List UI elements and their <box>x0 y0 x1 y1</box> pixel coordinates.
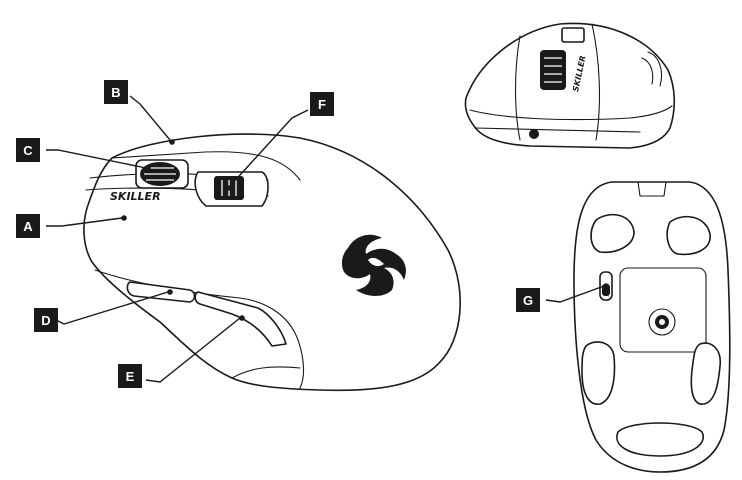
mouse-bottom-view <box>573 181 731 473</box>
bottom-view-skate-front-left <box>590 213 635 254</box>
callout-f: F <box>225 92 334 191</box>
callout-b: B <box>104 80 175 145</box>
front-view-side-buttons <box>641 51 663 87</box>
brand-model-text: SKILLER <box>110 190 161 203</box>
bottom-view-sensor-core <box>659 319 665 325</box>
callout-box-f <box>310 92 334 116</box>
dpi-switch <box>194 171 269 207</box>
callout-label-f: F <box>318 97 326 112</box>
callout-box-g <box>516 288 540 312</box>
callout-box-e <box>118 364 142 388</box>
front-view-button-split <box>514 23 601 141</box>
bottom-view-skate-rear <box>616 422 704 457</box>
callout-label-c: C <box>23 143 33 158</box>
callouts: A B C D E <box>16 80 609 388</box>
brand-logo-icon <box>341 234 406 296</box>
callout-c: C <box>16 138 151 171</box>
front-view-wheel-grooves <box>544 57 562 83</box>
callout-box-d <box>34 308 58 332</box>
front-view-lower-shell <box>469 105 673 121</box>
mouse-front-view: SKILLER <box>464 22 676 149</box>
callout-label-b: B <box>111 85 120 100</box>
callout-label-d: D <box>41 313 50 328</box>
front-view-base <box>475 127 641 133</box>
mouse-body-outline <box>83 133 461 392</box>
callout-label-g: G <box>523 293 533 308</box>
callout-box-a <box>16 214 40 238</box>
base-line <box>231 366 301 379</box>
bottom-view-front-notch <box>637 181 667 197</box>
callout-d: D <box>34 289 173 332</box>
bottom-view-sensor-ring <box>648 308 676 336</box>
front-view-dpi-button <box>561 27 585 43</box>
callout-label-e: E <box>126 369 135 384</box>
callout-box-b <box>104 80 128 104</box>
bottom-view-sensor-plate <box>619 267 707 353</box>
callout-a: A <box>16 214 127 238</box>
dpi-indicator-dot <box>208 185 214 191</box>
bottom-view-skate-rear-right <box>690 342 722 405</box>
callout-e: E <box>118 315 245 388</box>
front-view-scroll-wheel <box>540 50 566 90</box>
mouse-side-view: SKILLER <box>83 133 461 392</box>
scroll-wheel <box>135 159 189 189</box>
front-view-cable-port <box>529 129 539 139</box>
side-button-forward <box>126 281 196 303</box>
shell-split-line <box>111 151 301 181</box>
callout-box-c <box>16 138 40 162</box>
bottom-view-skate-front-right <box>666 215 711 256</box>
callout-g: G <box>516 283 609 312</box>
callout-label-a: A <box>23 219 33 234</box>
side-button-back <box>194 291 287 347</box>
bottom-view-skate-rear-left <box>581 341 616 405</box>
